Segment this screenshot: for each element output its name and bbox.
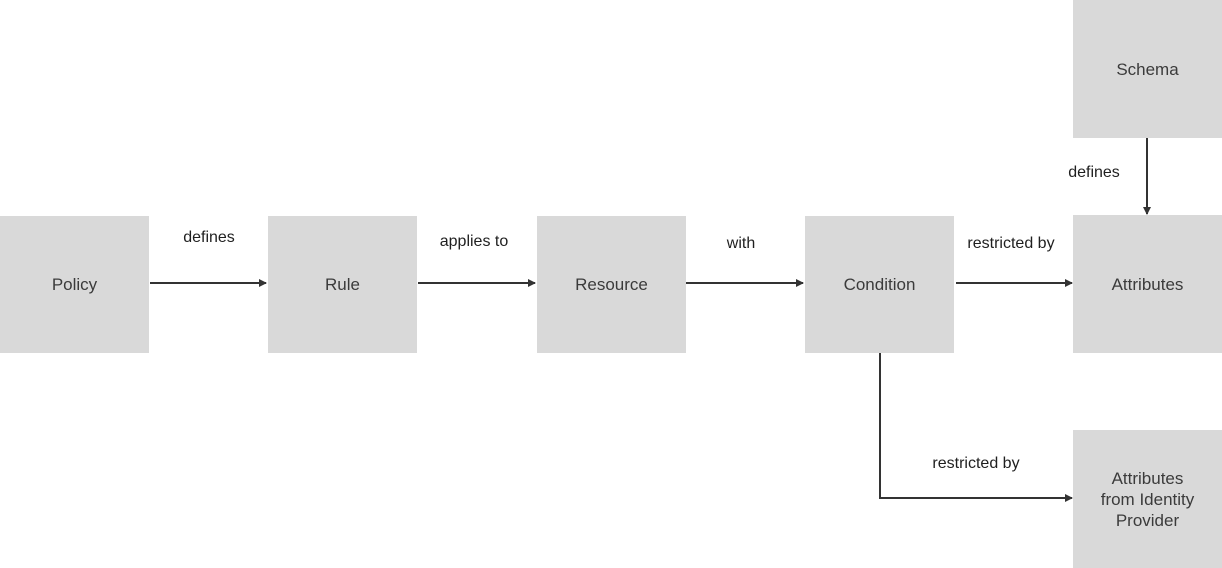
node-idp-attributes-label: Attributes from Identity Provider bbox=[1100, 468, 1195, 530]
edge-label-resource-condition: with bbox=[726, 235, 756, 252]
edge-condition-to-idp-attributes bbox=[879, 353, 1073, 502]
node-schema-label: Schema bbox=[1116, 59, 1179, 79]
node-rule: Rule bbox=[268, 216, 417, 353]
edge-label-rule-resource: applies to bbox=[439, 233, 509, 250]
node-attributes: Attributes bbox=[1073, 215, 1222, 353]
node-condition: Condition bbox=[805, 216, 954, 353]
node-resource-label: Resource bbox=[575, 275, 648, 294]
edge-label-schema-attributes: defines bbox=[1068, 164, 1120, 181]
node-resource: Resource bbox=[537, 216, 686, 353]
node-idp-attributes: Attributes from Identity Provider bbox=[1073, 430, 1222, 568]
node-condition-label: Condition bbox=[843, 275, 916, 294]
node-policy-label: Policy bbox=[51, 275, 98, 294]
edge-label-policy-rule: defines bbox=[183, 229, 235, 246]
node-schema: Schema bbox=[1073, 0, 1222, 138]
node-policy: Policy bbox=[0, 216, 149, 353]
edge-label-condition-idp: restricted by bbox=[932, 455, 1020, 472]
node-attributes-label: Attributes bbox=[1111, 274, 1184, 294]
node-rule-label: Rule bbox=[325, 275, 360, 294]
edge-label-condition-attributes: restricted by bbox=[967, 235, 1055, 252]
